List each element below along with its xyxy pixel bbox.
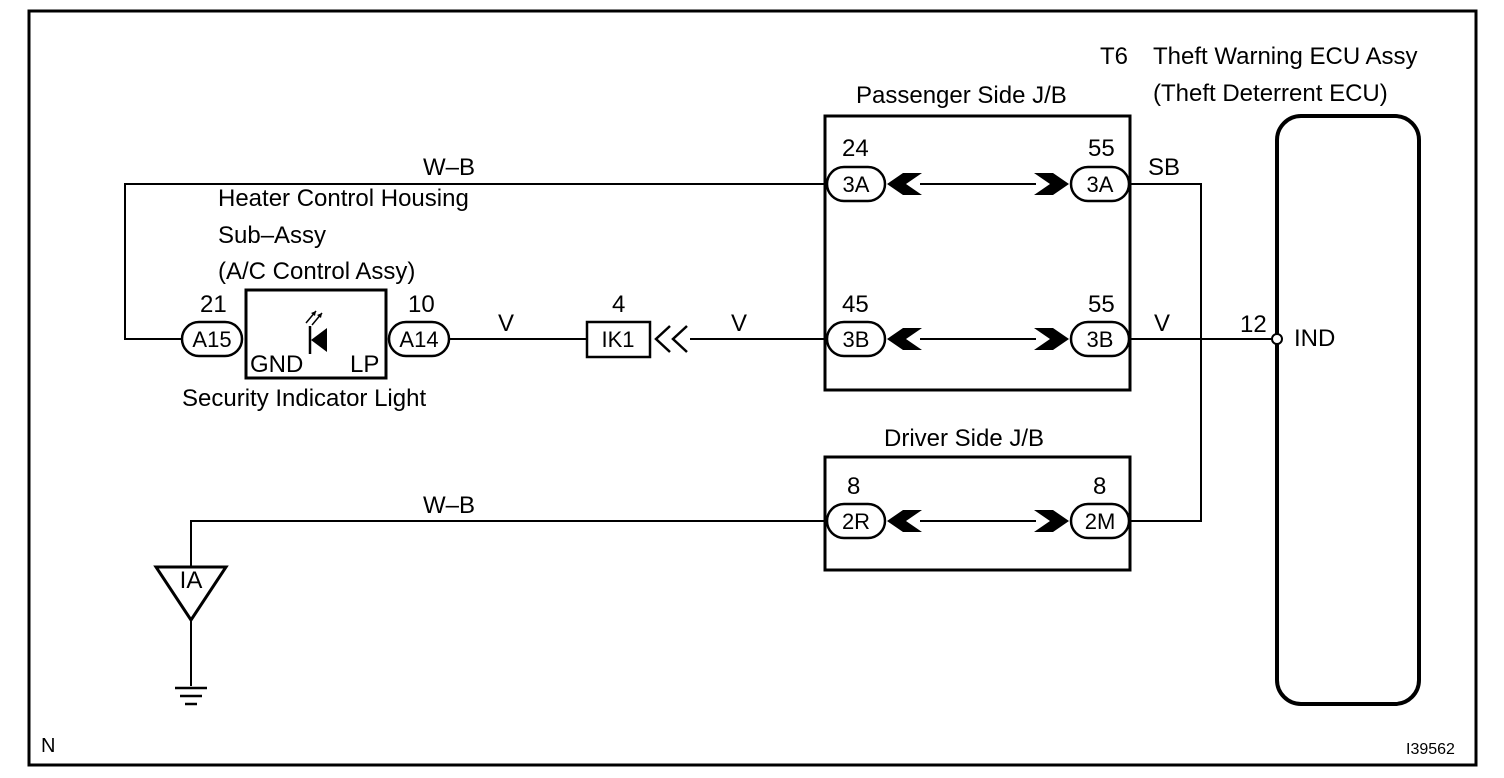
pjb-top-left-conn-label: 3A [843,172,870,197]
junction-ik1-box [585,320,652,359]
djb-right-conn-label: 2M [1085,509,1116,534]
pjb-bottom-right-conn-label: 3B [1087,327,1114,352]
corner-label: N [41,735,55,757]
wire-top-wb [124,183,827,340]
pjb-bottom-left-pin: 45 [842,291,869,318]
wire-bottom-wb-label: W–B [423,492,475,519]
heater-left-conn-label: A15 [192,327,231,352]
heater-caption: Security Indicator Light [182,385,426,412]
led-ray-1-head [311,311,316,316]
junction-code: IK1 [601,327,634,352]
ecu-terminal-label: IND [1294,325,1335,352]
heater-title-line3: (A/C Control Assy) [218,258,415,285]
wire-v-ik1-label: V [731,310,747,337]
pjb-bottom-right-pin: 55 [1088,291,1115,318]
djb-right-arrow [1034,510,1069,532]
wire-sb-label: SB [1148,154,1180,181]
driver-jb-box [823,455,1132,572]
pjb-bottom-left-conn-label: 3B [843,327,870,352]
figure-id: I39562 [1406,741,1455,758]
heater-component-box [244,288,388,380]
heater-right-pin: 10 [408,291,435,318]
wire-v-a14-label: V [498,310,514,337]
heater-lp-label: LP [350,351,379,378]
pjb-bottom-left-arrow [887,328,922,350]
heater-left-pin: 21 [200,291,227,318]
ecu-title-line1: Theft Warning ECU Assy [1153,43,1418,70]
heater-right-conn-label: A14 [399,327,438,352]
pjb-top-right-arrow [1034,173,1069,195]
passenger-jb-box [823,114,1132,392]
wire-top-wb-label: W–B [423,154,475,181]
ecu-code: T6 [1100,43,1128,70]
djb-left-arrow [887,510,922,532]
pjb-top-right-pin: 55 [1088,135,1115,162]
junction-chevron-2 [671,325,688,353]
ecu-box [1275,114,1421,706]
wire-v-ecu-label: V [1154,310,1170,337]
pjb-top-right-conn-label: 3A [1087,172,1114,197]
heater-gnd-label: GND [250,351,303,378]
junction-chevron-1 [654,325,671,353]
djb-right-pin: 8 [1093,473,1106,500]
ecu-pin: 12 [1240,311,1267,338]
passenger-jb-title: Passenger Side J/B [856,82,1067,109]
ground-ia-triangle [153,565,229,623]
pjb-top-left-arrow [887,173,922,195]
heater-title-line1: Heater Control Housing [218,185,469,212]
djb-left-pin: 8 [847,473,860,500]
djb-left-conn-label: 2R [842,509,870,534]
led-ray-2-head [317,313,322,318]
pjb-bottom-right-arrow [1034,328,1069,350]
driver-jb-title: Driver Side J/B [884,425,1044,452]
outer-frame [27,9,1478,767]
wire-sb [1129,183,1202,522]
heater-right-connector [387,320,451,358]
junction-pin: 4 [612,291,625,318]
ecu-title-line2: (Theft Deterrent ECU) [1153,80,1388,107]
ground-code: IA [180,567,203,594]
wire-bottom-wb [190,520,827,567]
led-icon [311,328,327,352]
heater-title-line2: Sub–Assy [218,222,326,249]
ecu-terminal-dot [1271,333,1283,345]
pjb-top-left-pin: 24 [842,135,869,162]
heater-left-connector [180,320,244,358]
